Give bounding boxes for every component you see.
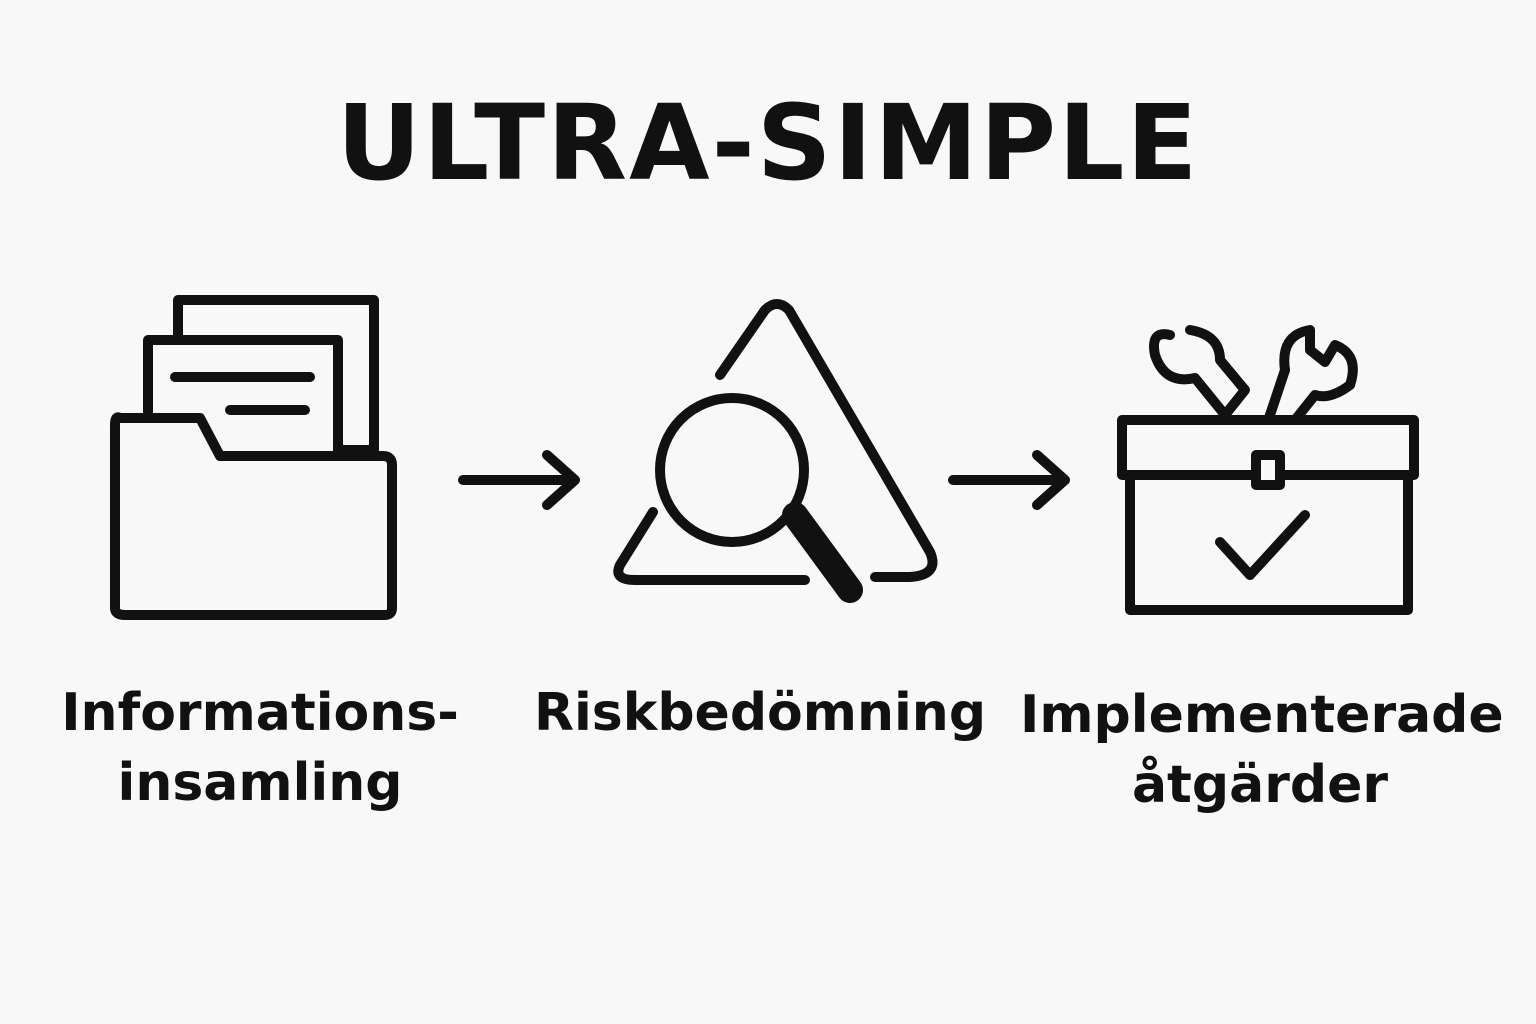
label-line: Riskbedömning (533, 683, 987, 743)
step-label-risk-assessment: Riskbedömning (520, 678, 1000, 748)
arrow-right-icon (458, 450, 580, 510)
toolbox-wrenches-check-icon (1117, 325, 1419, 615)
warning-triangle-magnifier-icon (613, 299, 938, 603)
arrow-right-icon (948, 450, 1070, 510)
step-label-implemented-measures: Implementerade åtgärder (1020, 680, 1504, 820)
label-line: insamling (117, 753, 403, 813)
label-line: åtgärder (1131, 755, 1389, 815)
label-line: Informations- (61, 683, 459, 743)
step-label-information-gathering: Informations- insamling (40, 678, 480, 818)
label-line: Implementerade (1020, 685, 1504, 745)
diagram-title: ULTRA-SIMPLE (336, 82, 1200, 204)
folder-documents-icon (110, 295, 397, 620)
